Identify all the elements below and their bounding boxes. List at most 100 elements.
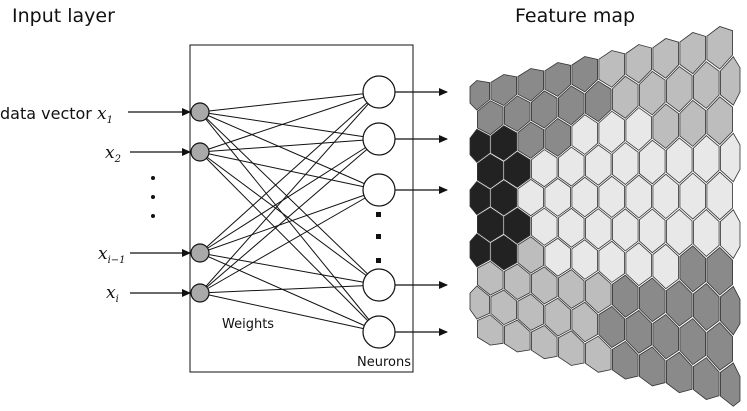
weight-line [199, 138, 380, 294]
map-cell [625, 242, 652, 287]
input-node [190, 102, 210, 122]
map-cell [625, 44, 652, 84]
weights-label: Weights [222, 317, 274, 332]
feature-map [469, 26, 741, 407]
weight-line [199, 284, 380, 294]
map-cell [639, 277, 666, 323]
map-cell [612, 142, 639, 186]
map-cell [720, 209, 741, 259]
map-cell [476, 260, 504, 296]
map-cell [490, 289, 517, 326]
map-cell [679, 99, 706, 147]
map-cell [531, 207, 558, 246]
map-cell [503, 95, 531, 132]
weight-line [199, 189, 380, 294]
map-cell [585, 271, 612, 314]
map-cell [625, 107, 652, 151]
map-cell [706, 246, 733, 296]
weight-line [199, 138, 380, 153]
map-cell [706, 322, 733, 371]
map-cell [625, 309, 652, 354]
map-cell [544, 177, 571, 217]
input-arrows [128, 108, 191, 297]
map-cell [639, 139, 666, 185]
map-cell [679, 32, 706, 75]
weight-line [199, 138, 380, 254]
map-cell [469, 233, 491, 268]
map-cell [544, 118, 571, 157]
weight-line [199, 292, 380, 333]
weight-connections [199, 91, 380, 333]
neuron-ellipsis [376, 212, 381, 263]
map-cell [476, 207, 504, 243]
map-cell [544, 237, 571, 277]
map-cell [598, 175, 625, 218]
map-cell [476, 153, 504, 189]
weight-line [199, 91, 380, 153]
map-cell [666, 280, 693, 327]
weight-line [199, 151, 380, 191]
map-cell [531, 90, 558, 129]
weight-line [199, 252, 380, 286]
input-label-2: x2 [105, 143, 121, 165]
map-cell [612, 208, 639, 252]
map-cell [571, 114, 598, 155]
map-cell [720, 285, 741, 336]
map-cell [679, 245, 706, 293]
map-cell [720, 56, 741, 106]
output-arrows [395, 88, 448, 336]
map-cell [503, 319, 531, 353]
weight-line [199, 252, 380, 333]
map-cell [679, 172, 706, 220]
map-cell [558, 269, 585, 309]
map-cell [639, 70, 666, 116]
map-cell [612, 75, 639, 119]
map-cell [558, 85, 585, 126]
network-box [189, 44, 414, 373]
map-cell [652, 313, 679, 360]
map-cell [585, 208, 612, 250]
map-cell [490, 74, 517, 106]
map-cell [693, 209, 720, 257]
map-cell [571, 176, 598, 218]
map-cell [571, 239, 598, 280]
weight-line [199, 151, 380, 286]
weight-line [199, 91, 380, 254]
map-cell [706, 96, 733, 145]
map-cell [652, 103, 679, 149]
map-cell [652, 173, 679, 220]
input-node [190, 243, 210, 263]
neurons [362, 75, 396, 349]
map-cell [693, 357, 720, 400]
map-cell [531, 266, 558, 305]
map-cell [490, 180, 517, 216]
map-cell [517, 236, 544, 274]
input-node [190, 142, 210, 162]
map-cell [469, 128, 491, 163]
neuron-node [362, 268, 396, 302]
weight-line [199, 91, 380, 113]
map-cell [517, 121, 544, 159]
map-cell [517, 293, 544, 331]
input-label-1: data vector x1 [0, 104, 113, 126]
map-cell [503, 263, 531, 300]
neuron-node [362, 173, 396, 207]
map-cell [693, 135, 720, 183]
map-cell [666, 65, 693, 113]
input-nodes [190, 102, 210, 303]
input-label-3: xi−1 [98, 244, 126, 266]
map-cell [558, 330, 585, 366]
map-cell [469, 285, 491, 320]
map-cell [598, 110, 625, 153]
map-cell [652, 38, 679, 79]
input-layer-title: Input layer [12, 5, 115, 27]
map-cell [625, 174, 652, 219]
map-cell [503, 207, 531, 244]
map-cell [558, 207, 585, 248]
weight-line [199, 91, 380, 294]
input-ellipsis [151, 176, 155, 218]
map-cell [666, 137, 693, 184]
neurons-label: Neurons [357, 355, 411, 370]
